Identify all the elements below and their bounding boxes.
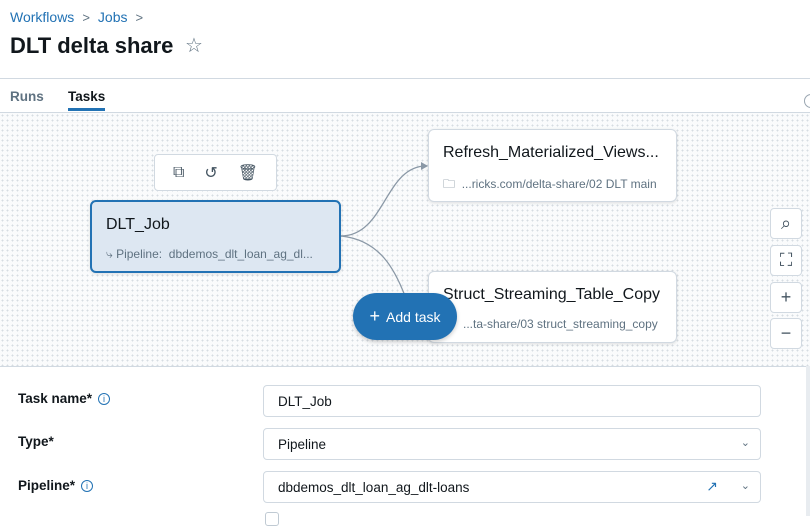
page-title: DLT delta share <box>10 33 174 58</box>
breadcrumb-workflows[interactable]: Workflows <box>10 9 75 25</box>
edge-refresh <box>340 165 427 237</box>
task-node-struct[interactable]: Struct_Streaming_Table_Copy ...ta-share/… <box>428 271 677 343</box>
trash-icon[interactable]: 🗑︎ <box>237 164 258 182</box>
add-task-button[interactable]: + Add task <box>353 293 457 340</box>
task-node-dlt-job[interactable]: DLT_Job ⤷ Pipeline: dbdemos_dlt_loan_ag_… <box>90 200 341 273</box>
chevron-right-icon: > <box>82 9 90 25</box>
node-toolbar: ⧉ ↺ 🗑︎ <box>154 154 277 191</box>
chevron-down-icon: ⌄ <box>740 480 750 492</box>
tab-runs[interactable]: Runs <box>10 89 44 104</box>
pipeline-icon: ⤷ <box>106 247 113 261</box>
label-text: Pipeline* <box>18 478 76 493</box>
task-settings-panel <box>0 366 806 516</box>
star-icon[interactable]: ☆ <box>185 35 203 57</box>
external-link-icon[interactable]: ↗ <box>706 478 718 494</box>
active-tab-indicator <box>68 108 105 111</box>
task-name-label: Task name* i <box>18 391 111 406</box>
pipeline-select[interactable]: dbdemos_dlt_loan_ag_dlt-loans ↗ ⌄ <box>263 471 761 503</box>
info-icon[interactable]: i <box>81 479 94 492</box>
breadcrumb: Workflows > Jobs > <box>10 9 143 25</box>
task-name-input[interactable]: DLT_Job <box>263 385 761 417</box>
add-task-label: Add task <box>386 308 441 325</box>
type-select[interactable]: Pipeline ⌄ <box>263 428 761 460</box>
breadcrumb-jobs[interactable]: Jobs <box>97 9 128 25</box>
type-label: Type* <box>18 434 54 449</box>
arrow-head <box>421 162 428 170</box>
node-detail: 🗀 ...ricks.com/delta-share/02 DLT main <box>443 175 657 196</box>
tab-tasks[interactable]: Tasks <box>68 89 106 104</box>
undo-icon[interactable]: ↺ <box>204 164 218 182</box>
folder-icon: 🗀 <box>443 177 456 191</box>
node-type: Pipeline: <box>116 247 163 261</box>
checkbox[interactable] <box>265 512 279 526</box>
zoom-out-icon[interactable]: − <box>770 318 802 349</box>
type-value: Pipeline <box>278 436 327 452</box>
label-text: Task name* <box>18 391 93 406</box>
divider <box>0 78 810 79</box>
fit-view-icon[interactable]: ⛶ <box>770 245 802 276</box>
node-name: Refresh_Materialized_Views... <box>443 144 659 161</box>
info-icon[interactable]: i <box>98 392 111 405</box>
node-name: DLT_Job <box>106 216 170 233</box>
task-node-refresh[interactable]: Refresh_Materialized_Views... 🗀 ...ricks… <box>428 129 677 202</box>
node-path: ...ta-share/03 struct_streaming_copy <box>463 317 658 331</box>
copy-icon[interactable]: ⧉ <box>172 163 185 181</box>
node-detail: ⤷ Pipeline: dbdemos_dlt_loan_ag_dl... <box>106 247 313 262</box>
search-icon[interactable]: ⌕ <box>770 208 802 239</box>
plus-icon: + <box>369 306 381 326</box>
edge-struct <box>340 235 406 297</box>
scrollbar[interactable] <box>806 366 810 516</box>
zoom-in-icon[interactable]: + <box>770 282 802 313</box>
pipeline-value: dbdemos_dlt_loan_ag_dlt-loans <box>278 479 470 495</box>
node-name: Struct_Streaming_Table_Copy <box>443 286 661 303</box>
pipeline-label: Pipeline* i <box>18 478 94 493</box>
chevron-right-icon: > <box>135 9 144 25</box>
node-path: ...ricks.com/delta-share/02 DLT main <box>461 177 657 191</box>
chevron-down-icon: ⌄ <box>740 437 750 449</box>
node-path: dbdemos_dlt_loan_ag_dl... <box>168 247 313 261</box>
